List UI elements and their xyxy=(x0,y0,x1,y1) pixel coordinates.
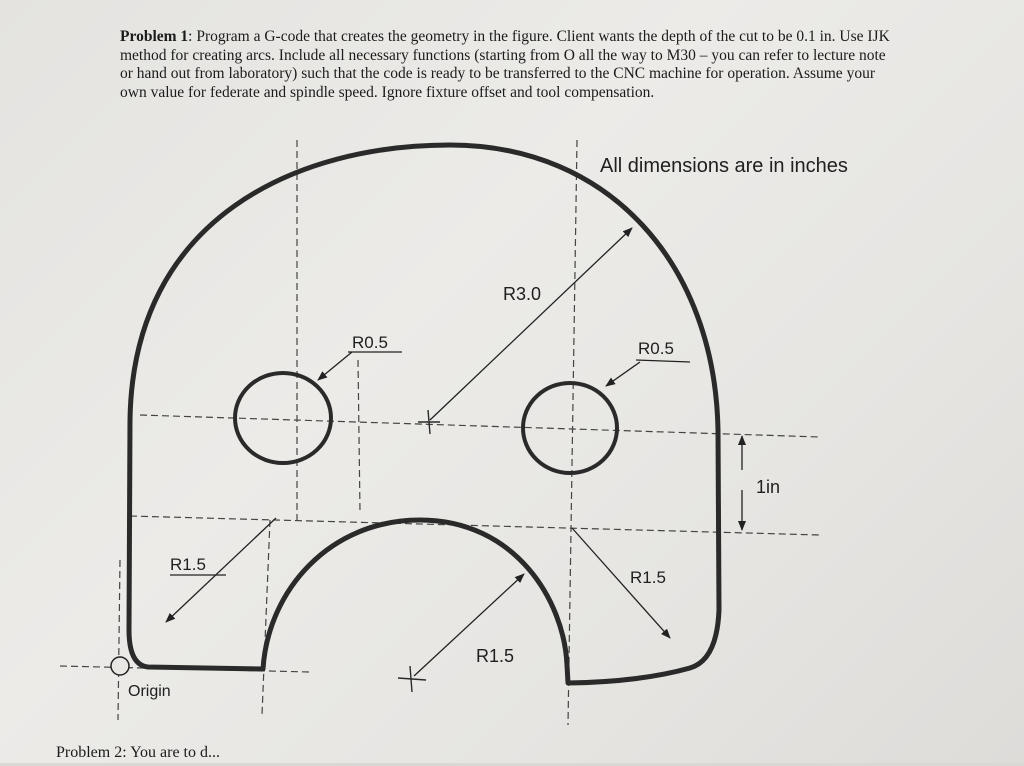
center-marks xyxy=(397,409,440,693)
centerline-corners-horizontal xyxy=(129,515,821,536)
r-hole-left-leader xyxy=(317,351,353,381)
label-r-outer: R3.0 xyxy=(503,284,541,304)
centerlines xyxy=(59,139,821,726)
leader-extension xyxy=(357,359,361,513)
label-r-cutout: R1.5 xyxy=(476,646,514,666)
r-outer-leader xyxy=(429,227,633,421)
origin-marker xyxy=(110,656,130,676)
problem-1-statement: Problem 1: Program a G-code that creates… xyxy=(120,28,890,102)
centerline-right-vertical xyxy=(567,139,578,726)
r-hole-right-underline xyxy=(635,359,691,363)
r-corner-right-leader xyxy=(571,527,671,639)
problem-1-label: Problem 1 xyxy=(120,28,189,45)
r-cutout-leader xyxy=(413,573,525,677)
label-dim-1in: 1in xyxy=(756,477,780,497)
r-hole-right-leader xyxy=(605,361,641,387)
label-r-hole-left: R0.5 xyxy=(352,333,388,352)
label-origin: Origin xyxy=(128,683,171,700)
origin-vertical-axis xyxy=(117,559,121,721)
label-r-hole-right: R0.5 xyxy=(638,339,674,358)
part-outline xyxy=(126,142,722,686)
problem-2-heading: Problem 2: You are to d... xyxy=(56,744,220,761)
label-r-corner-right: R1.5 xyxy=(630,568,666,587)
hole-right xyxy=(521,381,619,475)
hole-left xyxy=(233,371,333,465)
centerline-left-corner-vertical xyxy=(261,519,271,716)
label-r-corner-left: R1.5 xyxy=(170,555,206,574)
centerline-holes-horizontal xyxy=(139,414,821,438)
problem-1-body: : Program a G-code that creates the geom… xyxy=(120,28,890,101)
r-corner-left-leader xyxy=(165,517,277,623)
dimensions-note: All dimensions are in inches xyxy=(600,155,848,177)
